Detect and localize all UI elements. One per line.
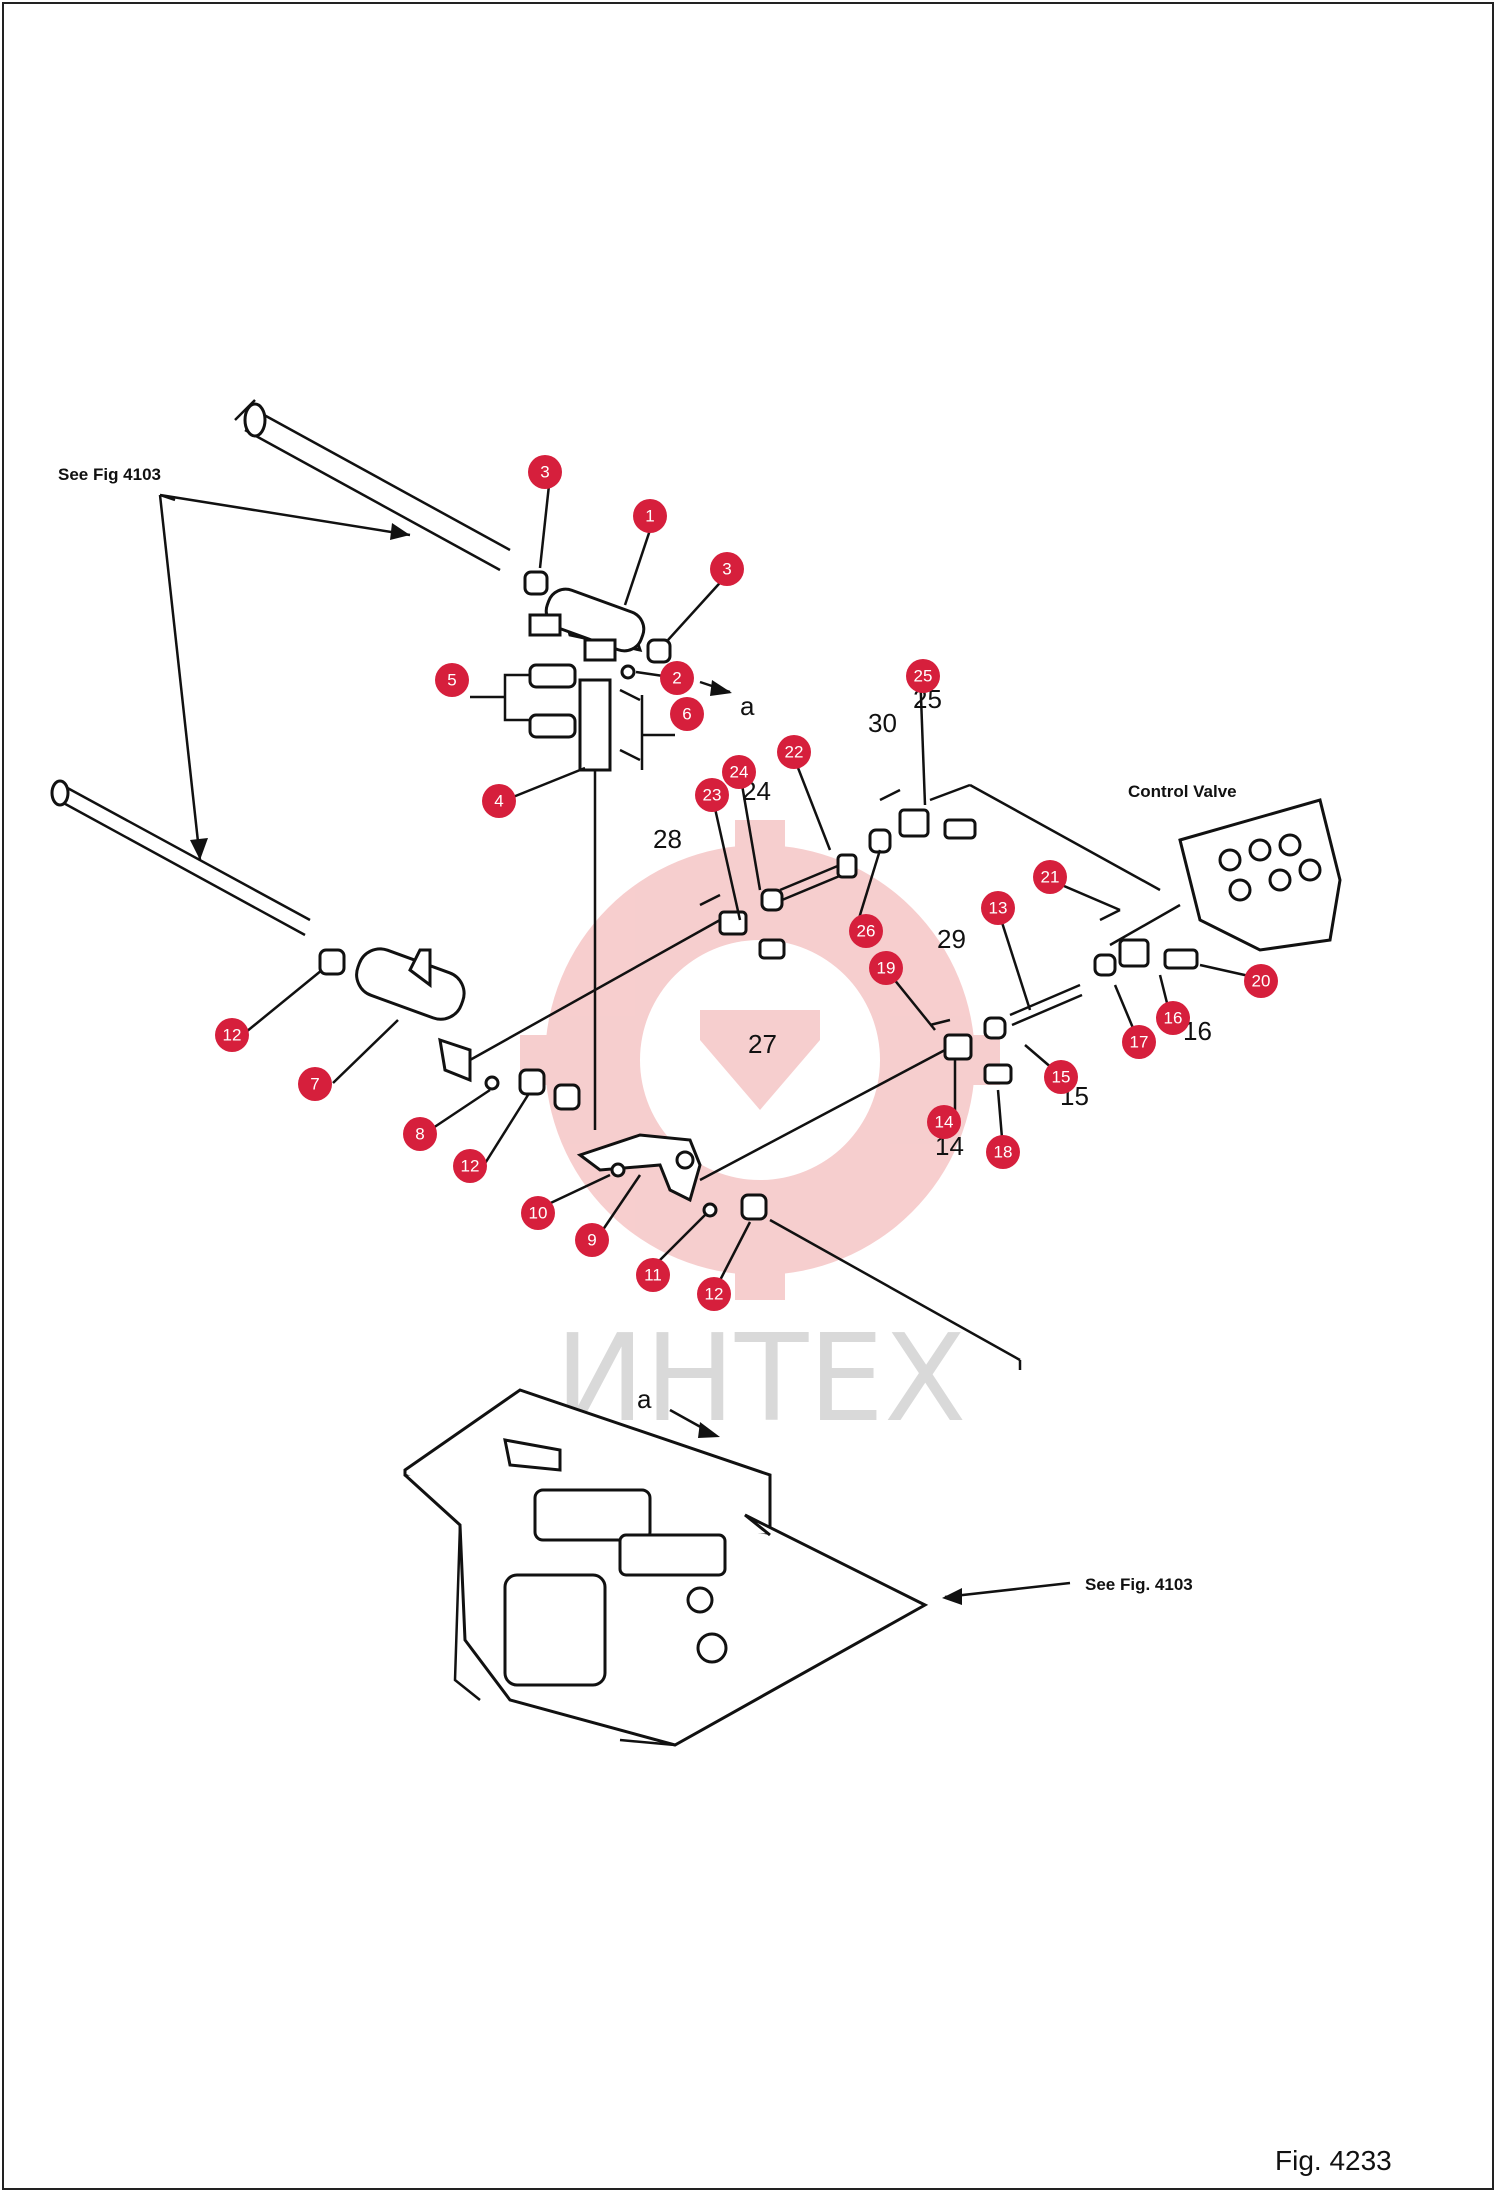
arrow-a-bottom	[669, 1408, 720, 1438]
svg-text:24: 24	[730, 763, 749, 782]
callout-badge-15[interactable]: 15	[1044, 1060, 1078, 1094]
upper-lever-assembly	[523, 570, 672, 680]
callout-badge-24[interactable]: 24	[722, 755, 756, 789]
svg-text:12: 12	[705, 1285, 724, 1304]
svg-text:15: 15	[1052, 1068, 1071, 1087]
svg-text:18: 18	[994, 1143, 1013, 1162]
callout-badge-5[interactable]: 5	[435, 663, 469, 697]
part-number-28: 28	[653, 824, 682, 854]
floor-frame	[403, 1388, 929, 1747]
see-fig-top-arrows	[158, 493, 411, 861]
svg-text:21: 21	[1041, 868, 1060, 887]
part-number-30: 30	[868, 708, 897, 738]
callout-badge-21[interactable]: 21	[1033, 860, 1067, 894]
callout-badge-18[interactable]: 18	[986, 1135, 1020, 1169]
callout-badge-11[interactable]: 11	[636, 1258, 670, 1292]
svg-text:5: 5	[447, 671, 456, 690]
svg-text:12: 12	[461, 1157, 480, 1176]
see-fig-bottom-label: See Fig. 4103	[1085, 1575, 1193, 1594]
svg-text:19: 19	[877, 959, 896, 978]
lower-lever-assembly	[318, 947, 581, 1111]
svg-text:16: 16	[1164, 1009, 1183, 1028]
svg-text:26: 26	[857, 922, 876, 941]
svg-text:7: 7	[310, 1075, 319, 1094]
svg-text:23: 23	[703, 786, 722, 805]
bellcrank	[576, 1133, 768, 1221]
svg-text:11: 11	[644, 1266, 662, 1285]
callout-badge-13[interactable]: 13	[981, 891, 1015, 925]
svg-text:22: 22	[785, 743, 804, 762]
lower-shaft	[50, 779, 311, 937]
callout-badge-25[interactable]: 25	[906, 659, 940, 693]
svg-text:10: 10	[529, 1204, 548, 1223]
callout-badge-3-right[interactable]: 3	[710, 552, 744, 586]
rod-13-assembly	[929, 908, 1199, 1085]
svg-text:20: 20	[1252, 972, 1271, 991]
svg-text:6: 6	[682, 705, 691, 724]
control-valve	[1178, 798, 1342, 952]
callout-badge-14[interactable]: 14	[927, 1105, 961, 1139]
callout-badge-3-top[interactable]: 3	[528, 455, 562, 489]
link-and-pins	[470, 663, 675, 1130]
control-valve-label: Control Valve	[1128, 782, 1237, 801]
callout-badge-4[interactable]: 4	[482, 784, 516, 818]
figure-number: Fig. 4233	[1275, 2145, 1392, 2176]
svg-text:4: 4	[494, 792, 503, 811]
watermark-gear-logo	[520, 820, 1000, 1300]
svg-text:13: 13	[989, 899, 1008, 918]
part-number-29: 29	[937, 924, 966, 954]
svg-text:3: 3	[540, 463, 549, 482]
svg-text:3: 3	[722, 560, 731, 579]
callout-badge-7[interactable]: 7	[298, 1067, 332, 1101]
callout-badge-8[interactable]: 8	[403, 1117, 437, 1151]
svg-text:9: 9	[587, 1231, 596, 1250]
callout-badge-22[interactable]: 22	[777, 735, 811, 769]
callout-badge-20[interactable]: 20	[1244, 964, 1278, 998]
svg-text:1: 1	[645, 507, 654, 526]
linkage-lines	[469, 783, 1181, 1370]
part-number-27: 27	[748, 1029, 777, 1059]
callout-badge-23[interactable]: 23	[695, 778, 729, 812]
svg-text:17: 17	[1130, 1033, 1149, 1052]
upper-shaft	[234, 399, 511, 572]
callout-badge-6[interactable]: 6	[670, 697, 704, 731]
callout-badge-17[interactable]: 17	[1122, 1025, 1156, 1059]
svg-text:14: 14	[935, 1113, 954, 1132]
view-a-label-bottom: a	[637, 1384, 652, 1414]
callout-badge-26[interactable]: 26	[849, 914, 883, 948]
callout-badge-16[interactable]: 16	[1156, 1001, 1190, 1035]
see-fig-bottom-arrow	[942, 1581, 1071, 1605]
callout-badge-19[interactable]: 19	[869, 951, 903, 985]
rod-22-assembly	[699, 788, 977, 960]
see-fig-top-label: See Fig 4103	[58, 465, 161, 484]
svg-text:12: 12	[223, 1026, 242, 1045]
arrow-a-top	[699, 680, 732, 696]
svg-text:8: 8	[415, 1125, 424, 1144]
callout-badge-12-left[interactable]: 12	[215, 1018, 249, 1052]
callout-badge-2[interactable]: 2	[660, 661, 694, 695]
callout-badge-12-bottom[interactable]: 12	[697, 1277, 731, 1311]
svg-text:2: 2	[672, 669, 681, 688]
callout-badge-10[interactable]: 10	[521, 1196, 555, 1230]
callout-badge-9[interactable]: 9	[575, 1223, 609, 1257]
callout-badge-12-middle[interactable]: 12	[453, 1149, 487, 1183]
svg-text:25: 25	[914, 667, 933, 686]
view-a-label-top: a	[740, 691, 755, 721]
callout-badge-1[interactable]: 1	[633, 499, 667, 533]
